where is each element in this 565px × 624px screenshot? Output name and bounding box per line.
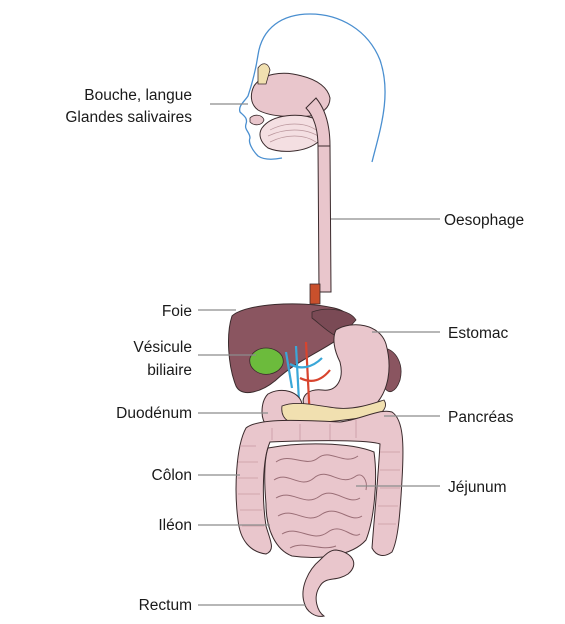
label-mouth-line2: Glandes salivaires [65, 109, 192, 126]
label-colon: Côlon [152, 467, 193, 484]
label-gallbladder-line2: biliaire [147, 362, 192, 379]
gallbladder-shape [250, 348, 284, 374]
small-intestine-shape [265, 444, 376, 558]
label-mouth-line1: Bouche, langue [84, 87, 192, 104]
label-stomach: Estomac [448, 325, 509, 342]
label-duodenum: Duodénum [116, 405, 192, 422]
label-liver: Foie [162, 303, 192, 320]
label-rectum: Rectum [139, 597, 192, 614]
oesophagus-tube [318, 146, 331, 292]
label-gallbladder-line1: Vésicule [133, 339, 192, 356]
lips [250, 115, 264, 125]
label-jejunum: Jéjunum [448, 479, 507, 496]
rectum-shape [303, 550, 354, 616]
label-pancreas: Pancréas [448, 409, 514, 426]
label-ileum: Iléon [158, 517, 192, 534]
label-oesophagus: Oesophage [444, 212, 524, 229]
oesophagus-lower-segment [310, 284, 320, 304]
